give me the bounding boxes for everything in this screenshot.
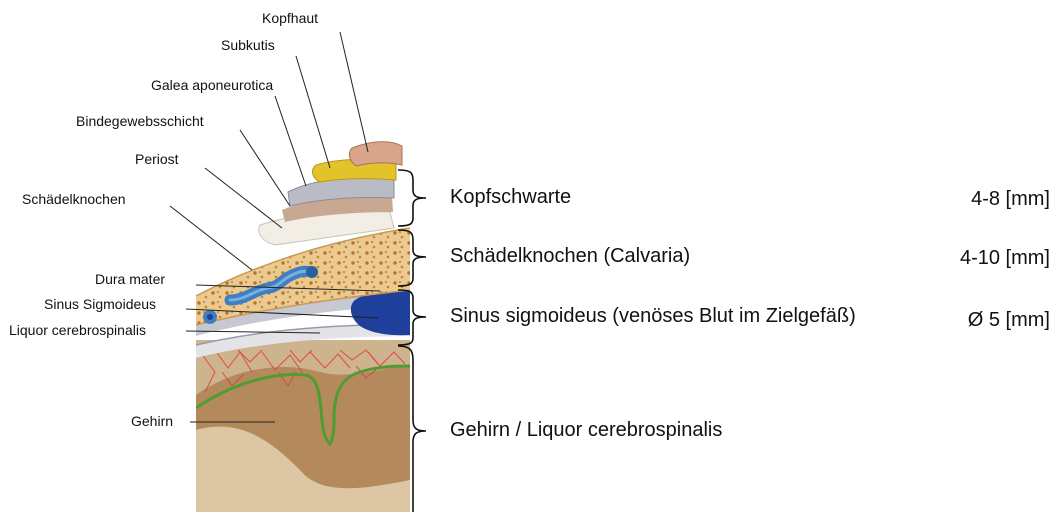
label-kopfhaut: Kopfhaut <box>262 10 318 26</box>
label-periost: Periost <box>135 151 179 167</box>
label-liquor-cerebrospinalis: Liquor cerebrospinalis <box>9 322 146 338</box>
region-value-sinus: Ø 5 [mm] <box>968 309 1050 332</box>
brain-tissue <box>196 340 410 512</box>
region-value-kopfschwarte: 4-8 [mm] <box>971 188 1050 211</box>
label-gehirn: Gehirn <box>131 413 173 429</box>
label-galea-aponeurotica: Galea aponeurotica <box>151 77 273 93</box>
region-name-sinus: Sinus sigmoideus (venöses Blut im Zielge… <box>450 305 856 328</box>
label-dura-mater: Dura mater <box>95 271 165 287</box>
label-schaedelknochen: Schädelknochen <box>22 191 126 207</box>
region-name-schaedelknochen: Schädelknochen (Calvaria) <box>450 245 690 268</box>
region-name-kopfschwarte: Kopfschwarte <box>450 186 571 209</box>
label-sinus-sigmoideus: Sinus Sigmoideus <box>44 296 156 312</box>
region-name-gehirn: Gehirn / Liquor cerebrospinalis <box>450 419 722 442</box>
label-bindegewebsschicht: Bindegewebsschicht <box>76 113 204 129</box>
region-value-schaedelknochen: 4-10 [mm] <box>960 247 1050 270</box>
scalp-layers <box>259 142 402 245</box>
label-subkutis: Subkutis <box>221 37 275 53</box>
